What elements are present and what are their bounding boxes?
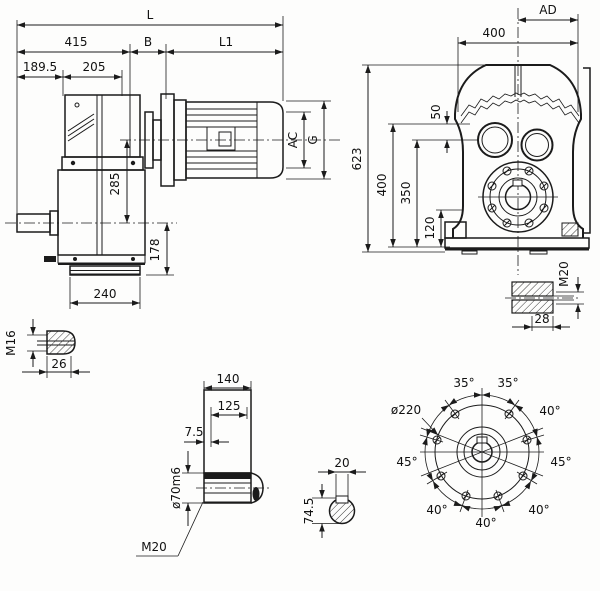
dim-350: 350 <box>399 182 413 205</box>
side-view: L 415 B L1 189.5 205 285 <box>5 8 342 309</box>
shaft-end-detail: M16 26 <box>4 319 90 378</box>
label-M16: M16 <box>4 330 18 356</box>
dim-120: 120 <box>423 217 437 240</box>
dim-B: B <box>144 35 152 49</box>
angle-45-east: 45° <box>550 455 571 469</box>
label-dia70m6: ø70m6 <box>169 467 183 509</box>
dim-415: 415 <box>65 35 88 49</box>
dim-74-5: 74.5 <box>302 498 316 525</box>
section-mark <box>561 222 579 237</box>
dim-400-top: 400 <box>483 26 506 40</box>
dim-7-5: 7.5 <box>184 425 203 439</box>
dim-AD: AD <box>539 3 556 17</box>
angle-40-se: 40° <box>528 503 549 517</box>
input-bore-right <box>520 128 554 162</box>
dim-240: 240 <box>94 287 117 301</box>
dim-623: 623 <box>350 148 364 171</box>
dim-285: 285 <box>108 173 122 196</box>
angle-40-south: 40° <box>475 516 496 530</box>
dim-overall-length-L: L <box>147 8 154 22</box>
key-section-detail: 20 74.5 <box>302 456 366 538</box>
dim-L1: L1 <box>219 35 233 49</box>
front-view-dimensions: AD 400 623 400 350 <box>350 3 579 275</box>
motor-shaft-block <box>206 126 236 151</box>
housing-outline <box>444 64 591 255</box>
bolt-circle-detail: 35° 35° 40° 45° 40° 40° 40° 45° ø220 <box>391 376 572 530</box>
angle-45-west: 45° <box>396 455 417 469</box>
hole-radial-lines <box>419 399 545 513</box>
label-M20-shaft: M20 <box>141 540 167 554</box>
dim-125: 125 <box>218 399 241 413</box>
output-shaft-detail: 140 125 7.5 ø70m6 M20 <box>136 372 271 557</box>
dim-26: 26 <box>51 357 66 371</box>
plug-hole <box>74 102 80 108</box>
dim-400-left: 400 <box>375 174 389 197</box>
dim-205: 205 <box>83 60 106 74</box>
foot-bolt <box>44 256 56 262</box>
dim-50: 50 <box>429 104 443 119</box>
angle-40-ne: 40° <box>539 404 560 418</box>
label-dia220: ø220 <box>391 403 421 417</box>
dim-28: 28 <box>534 312 549 326</box>
dim-140: 140 <box>217 372 240 386</box>
angle-35-right: 35° <box>497 376 518 390</box>
dim-178: 178 <box>148 239 162 262</box>
angle-35-left: 35° <box>453 376 474 390</box>
dim-20: 20 <box>334 456 349 470</box>
angle-40-sw: 40° <box>426 503 447 517</box>
motor-outline <box>144 93 284 187</box>
front-view: AD 400 623 400 350 <box>350 3 591 275</box>
label-M20-hub: M20 <box>557 261 571 287</box>
dim-189-5: 189.5 <box>23 60 57 74</box>
output-flange <box>478 161 558 233</box>
hub-section-detail: M20 28 <box>505 261 584 331</box>
flange-bolt-holes <box>487 166 549 228</box>
input-bore-left <box>477 122 513 158</box>
